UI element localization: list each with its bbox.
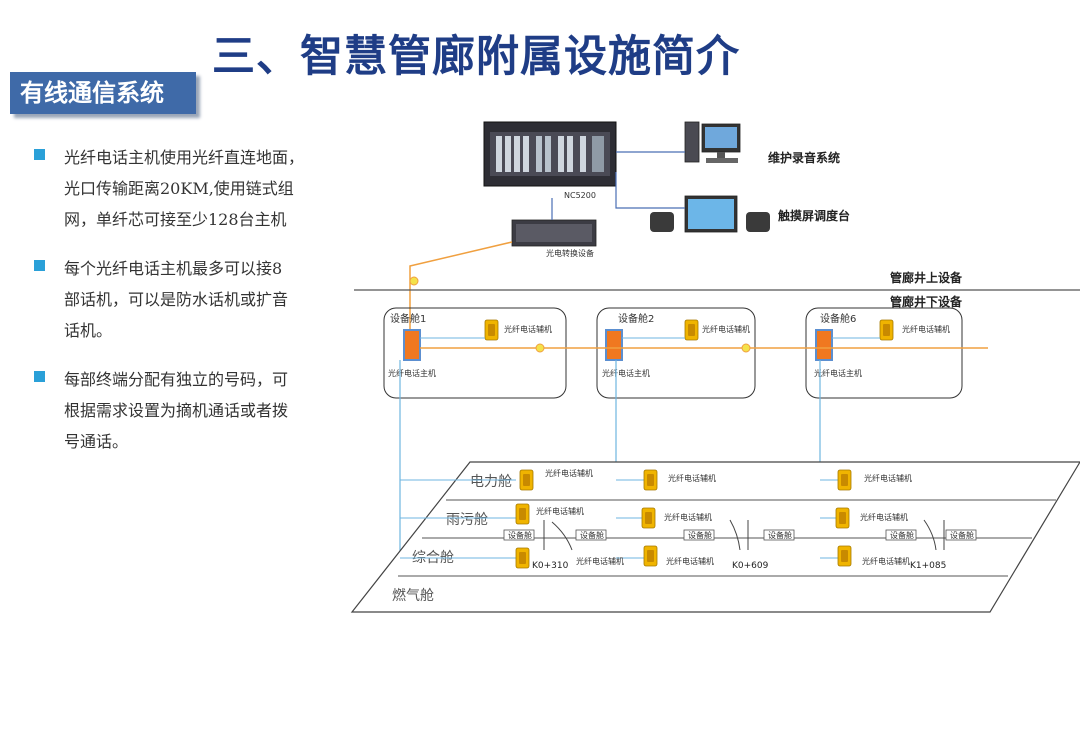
- bullet-line: 光纤电话主机使用光纤直连地面，: [64, 148, 305, 167]
- extension-phone-icon: [837, 469, 852, 491]
- equipment-box: 设备舱: [885, 529, 917, 541]
- equip-box-label: 设备舱: [508, 530, 532, 540]
- extension-label: 光纤电话辅机: [664, 512, 712, 522]
- extension-label: 光纤电话辅机: [668, 473, 716, 483]
- system-diagram: NC5200 维护录音系统 触摸屏调度台 光电转换设备 管廊井上设备 管廊井下设…: [350, 121, 1080, 613]
- extension-label: 光纤电话辅机: [504, 324, 552, 334]
- equipment-cabin: 设备舱6 光纤电话主机 光纤电话辅机: [805, 307, 963, 399]
- extension-label: 光纤电话辅机: [536, 506, 584, 516]
- optical-converter-icon: [511, 219, 597, 247]
- extension-label: 光纤电话辅机: [666, 556, 714, 566]
- below-ground-label: 管廊井下设备: [890, 294, 963, 309]
- layer-label: 燃气舱: [392, 587, 434, 604]
- equipment-cabin: 设备舱2 光纤电话主机 光纤电话辅机: [596, 307, 756, 399]
- kilometer-mark: K1+085: [910, 561, 946, 571]
- bullet-list: 光纤电话主机使用光纤直连地面， 光口传输距离20KM,使用链式组 网，单纤芯可接…: [34, 142, 354, 475]
- equip-box-label: 设备舱: [890, 530, 914, 540]
- extension-label: 光纤电话辅机: [576, 556, 624, 566]
- fiber-phone-host-icon: [815, 329, 833, 361]
- bullet-line: 部话机，可以是防水话机或扩音: [64, 290, 289, 309]
- extension-label: 光纤电话辅机: [902, 324, 950, 334]
- cabin-name: 设备舱6: [820, 312, 856, 325]
- maintenance-recording-label: 维护录音系统: [768, 150, 840, 165]
- cabin-name: 设备舱1: [390, 312, 426, 325]
- bullet-line: 话机。: [64, 321, 113, 340]
- extension-phone-icon: [837, 545, 852, 567]
- equip-box-label: 设备舱: [768, 530, 792, 540]
- equipment-box: 设备舱: [503, 529, 535, 541]
- equip-box-label: 设备舱: [950, 530, 974, 540]
- extension-phone-icon: [519, 469, 534, 491]
- host-label: 光纤电话主机: [814, 368, 862, 378]
- equipment-box: 设备舱: [763, 529, 795, 541]
- layer-label: 雨污舱: [446, 512, 488, 528]
- extension-label: 光纤电话辅机: [862, 556, 910, 566]
- extension-phone-icon: [684, 319, 699, 341]
- cabin-name: 设备舱2: [618, 312, 654, 325]
- equipment-cabin: 设备舱1 光纤电话主机 光纤电话辅机: [383, 307, 567, 399]
- extension-phone-icon: [515, 503, 530, 525]
- above-ground-label: 管廊井上设备: [890, 270, 963, 285]
- extension-phone-icon: [484, 319, 499, 341]
- extension-label: 光纤电话辅机: [545, 468, 593, 478]
- equip-box-label: 设备舱: [688, 530, 712, 540]
- bullet-line: 光口传输距离20KM,使用链式组: [64, 179, 294, 198]
- extension-phone-icon: [879, 319, 894, 341]
- extension-phone-icon: [643, 545, 658, 567]
- page-title: 三、智慧管廊附属设施简介: [212, 32, 740, 82]
- bullet-item: 每部终端分配有独立的号码，可 根据需求设置为摘机通话或者拨 号通话。: [34, 364, 354, 457]
- fiber-phone-host-icon: [403, 329, 421, 361]
- host-label: 光纤电话主机: [388, 368, 436, 378]
- section-tag: 有线通信系统: [10, 72, 196, 114]
- bullet-item: 光纤电话主机使用光纤直连地面， 光口传输距离20KM,使用链式组 网，单纤芯可接…: [34, 142, 354, 235]
- bullet-line: 每个光纤电话主机最多可以接8: [64, 259, 283, 278]
- converter-label: 光电转换设备: [546, 248, 594, 258]
- server-label: NC5200: [564, 191, 596, 200]
- extension-label: 光纤电话辅机: [860, 512, 908, 522]
- kilometer-mark: K0+310: [532, 561, 569, 571]
- square-bullet-icon: [34, 371, 45, 382]
- nc5200-server-icon: [483, 121, 617, 187]
- bullet-line: 号通话。: [64, 432, 129, 451]
- equipment-box: 设备舱: [683, 529, 715, 541]
- square-bullet-icon: [34, 260, 45, 271]
- bullet-line: 每部终端分配有独立的号码，可: [64, 370, 289, 389]
- extension-phone-icon: [515, 547, 530, 569]
- bullet-line: 网，单纤芯可接至少128台主机: [64, 210, 287, 229]
- extension-phone-icon: [643, 469, 658, 491]
- fiber-phone-host-icon: [605, 329, 623, 361]
- equipment-box: 设备舱: [945, 529, 977, 541]
- bullet-item: 每个光纤电话主机最多可以接8 部话机，可以是防水话机或扩音 话机。: [34, 253, 354, 346]
- dispatch-console-icon: [650, 195, 770, 233]
- extension-phone-icon: [641, 507, 656, 529]
- computer-icon: [684, 121, 741, 163]
- kilometer-mark: K0+609: [732, 561, 769, 571]
- extension-label: 光纤电话辅机: [864, 473, 912, 483]
- equip-box-label: 设备舱: [580, 530, 604, 540]
- extension-phone-icon: [835, 507, 850, 529]
- equipment-box: 设备舱: [575, 529, 607, 541]
- touch-dispatch-label: 触摸屏调度台: [778, 208, 850, 223]
- extension-label: 光纤电话辅机: [702, 324, 750, 334]
- host-label: 光纤电话主机: [602, 368, 650, 378]
- layer-label: 电力舱: [470, 474, 512, 490]
- square-bullet-icon: [34, 149, 45, 160]
- bullet-line: 根据需求设置为摘机通话或者拨: [64, 401, 289, 420]
